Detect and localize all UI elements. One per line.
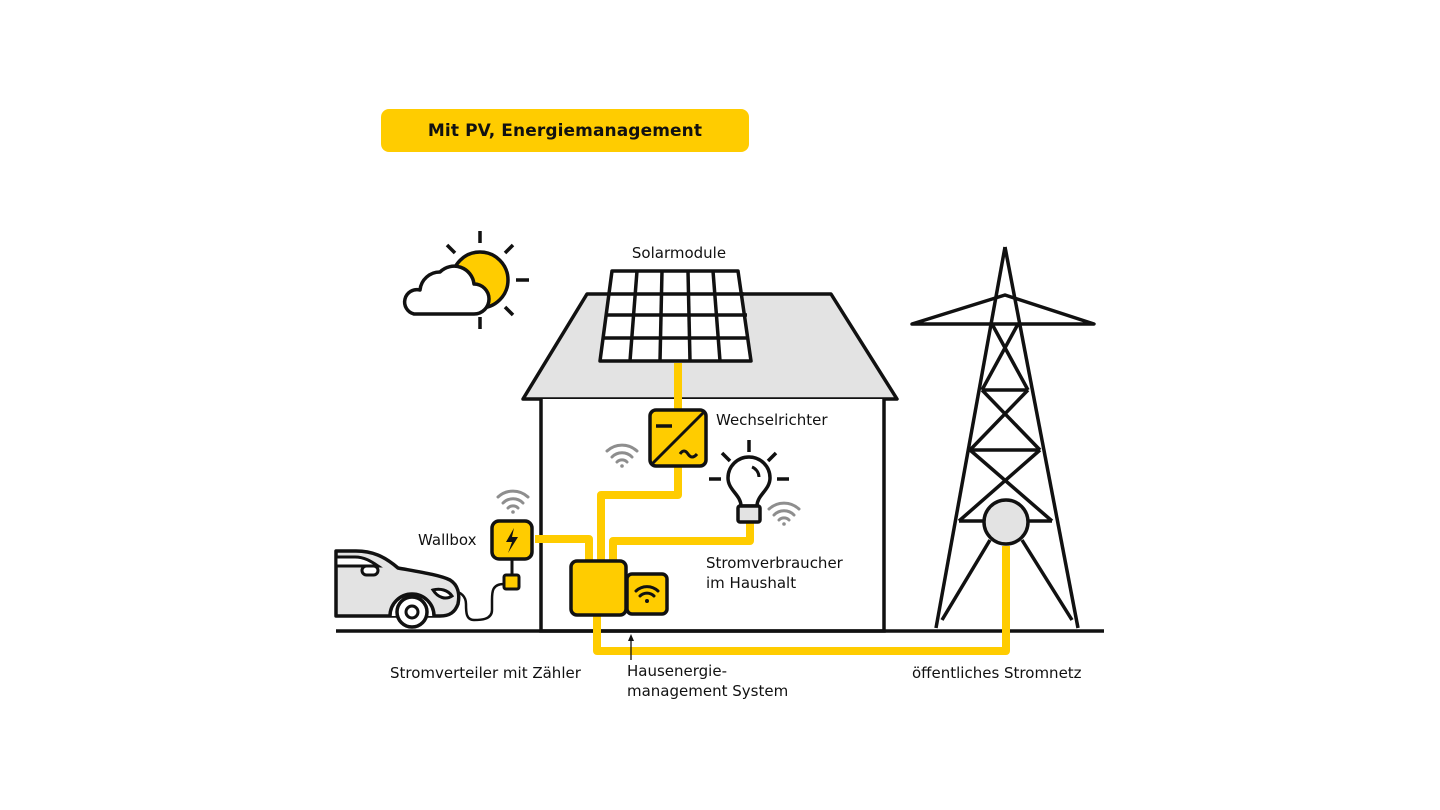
label-public-grid: öffentliches Stromnetz xyxy=(912,664,1082,682)
solar-panel-icon xyxy=(598,269,753,363)
wifi-icon xyxy=(767,501,801,526)
title-text: Mit PV, Energiemanagement xyxy=(427,120,703,141)
label-consumers-line1: Stromverbraucher xyxy=(706,554,844,572)
distribution-box-icon xyxy=(569,559,628,617)
label-solar-modules: Solarmodule xyxy=(632,244,726,262)
label-hems-line2: management System xyxy=(627,682,788,700)
power-pylon-icon xyxy=(910,246,1096,629)
light-bulb-icon xyxy=(709,440,789,524)
hems-box-icon xyxy=(625,572,669,616)
sun-behind-cloud-icon xyxy=(402,231,529,329)
lightning-bolt-icon xyxy=(490,519,534,591)
label-inverter: Wechselrichter xyxy=(716,411,828,429)
title-banner: Mit PV, Energiemanagement xyxy=(381,109,749,152)
car-icon xyxy=(334,549,461,629)
power-cables xyxy=(535,363,1010,655)
label-consumers-line2: im Haushalt xyxy=(706,574,796,592)
charging-cable xyxy=(455,582,505,622)
label-hems-line1: Hausenergie- xyxy=(627,662,727,680)
hems-pointer-arrow xyxy=(628,634,634,660)
label-wallbox: Wallbox xyxy=(418,531,477,549)
label-distribution: Stromverteiler mit Zähler xyxy=(390,664,582,682)
dc-ac-inverter-icon xyxy=(648,408,708,468)
wifi-icon xyxy=(496,489,530,514)
wifi-icon xyxy=(605,443,639,468)
